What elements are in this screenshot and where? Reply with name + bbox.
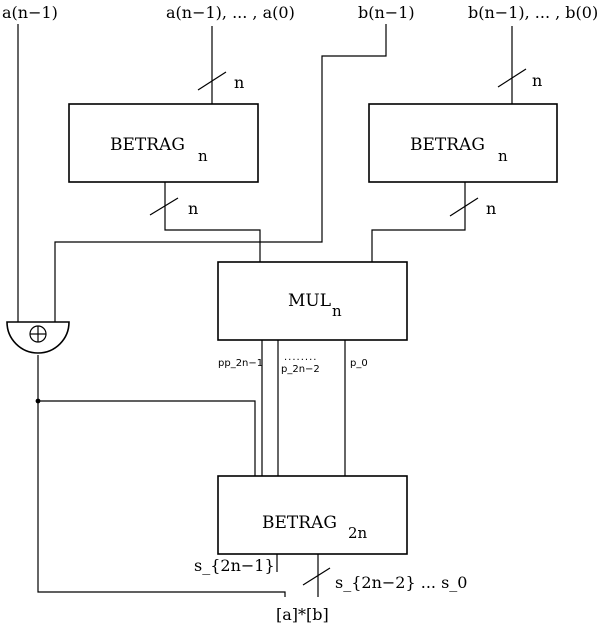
betrag-a-block: BETRAG n <box>68 103 259 183</box>
wire-sign-to-result <box>37 401 286 597</box>
s-high-label: s_{2n−1} <box>194 556 275 575</box>
bus-slash-a-in <box>197 71 227 91</box>
wire-b-sign <box>54 24 387 322</box>
p-low-label: p_0 <box>350 358 368 369</box>
input-b-sign-label: b(n−1) <box>358 3 415 22</box>
s-rest-label: s_{2n−2} ... s_0 <box>335 573 467 592</box>
pp-high-label: pp_2n−1 <box>218 358 263 369</box>
betrag-a-name: BETRAG <box>110 135 185 155</box>
betrag-out-sub: 2n <box>348 524 368 542</box>
bus-slash-s-rest <box>302 567 331 586</box>
betrag-b-sub: n <box>498 147 508 165</box>
bus-width-b-out: n <box>486 199 496 218</box>
wire-b-abs <box>371 182 466 262</box>
betrag-b-name: BETRAG <box>410 135 485 155</box>
input-b-bus-label: b(n−1), ... , b(0) <box>468 3 598 22</box>
wire-sign-to-betrag <box>38 400 256 476</box>
bus-slash-a-out <box>149 197 179 216</box>
xor-gate <box>6 321 70 354</box>
mul-dots: ........ <box>284 352 317 363</box>
betrag-b-block: BETRAG n <box>368 103 558 183</box>
betrag-a-sub: n <box>198 147 208 165</box>
result-label: [a]*[b] <box>276 605 329 624</box>
mul-sub: n <box>332 302 342 320</box>
betrag-out-block: BETRAG 2n <box>217 475 408 555</box>
bus-slash-b-in <box>497 68 527 88</box>
input-a-sign-label: a(n−1) <box>2 3 58 22</box>
bus-width-a-out: n <box>188 199 198 218</box>
betrag-out-name: BETRAG <box>262 513 337 533</box>
input-a-bus-label: a(n−1), ... , a(0) <box>166 3 295 22</box>
bus-width-a-in: n <box>234 73 244 92</box>
bus-width-b-in: n <box>532 71 542 90</box>
bus-slash-b-out <box>449 197 479 217</box>
wire-a-abs <box>164 182 261 262</box>
mul-block: MUL n <box>217 261 408 341</box>
p-mid-label: p_2n−2 <box>281 364 320 375</box>
mul-name: MUL <box>288 291 331 311</box>
